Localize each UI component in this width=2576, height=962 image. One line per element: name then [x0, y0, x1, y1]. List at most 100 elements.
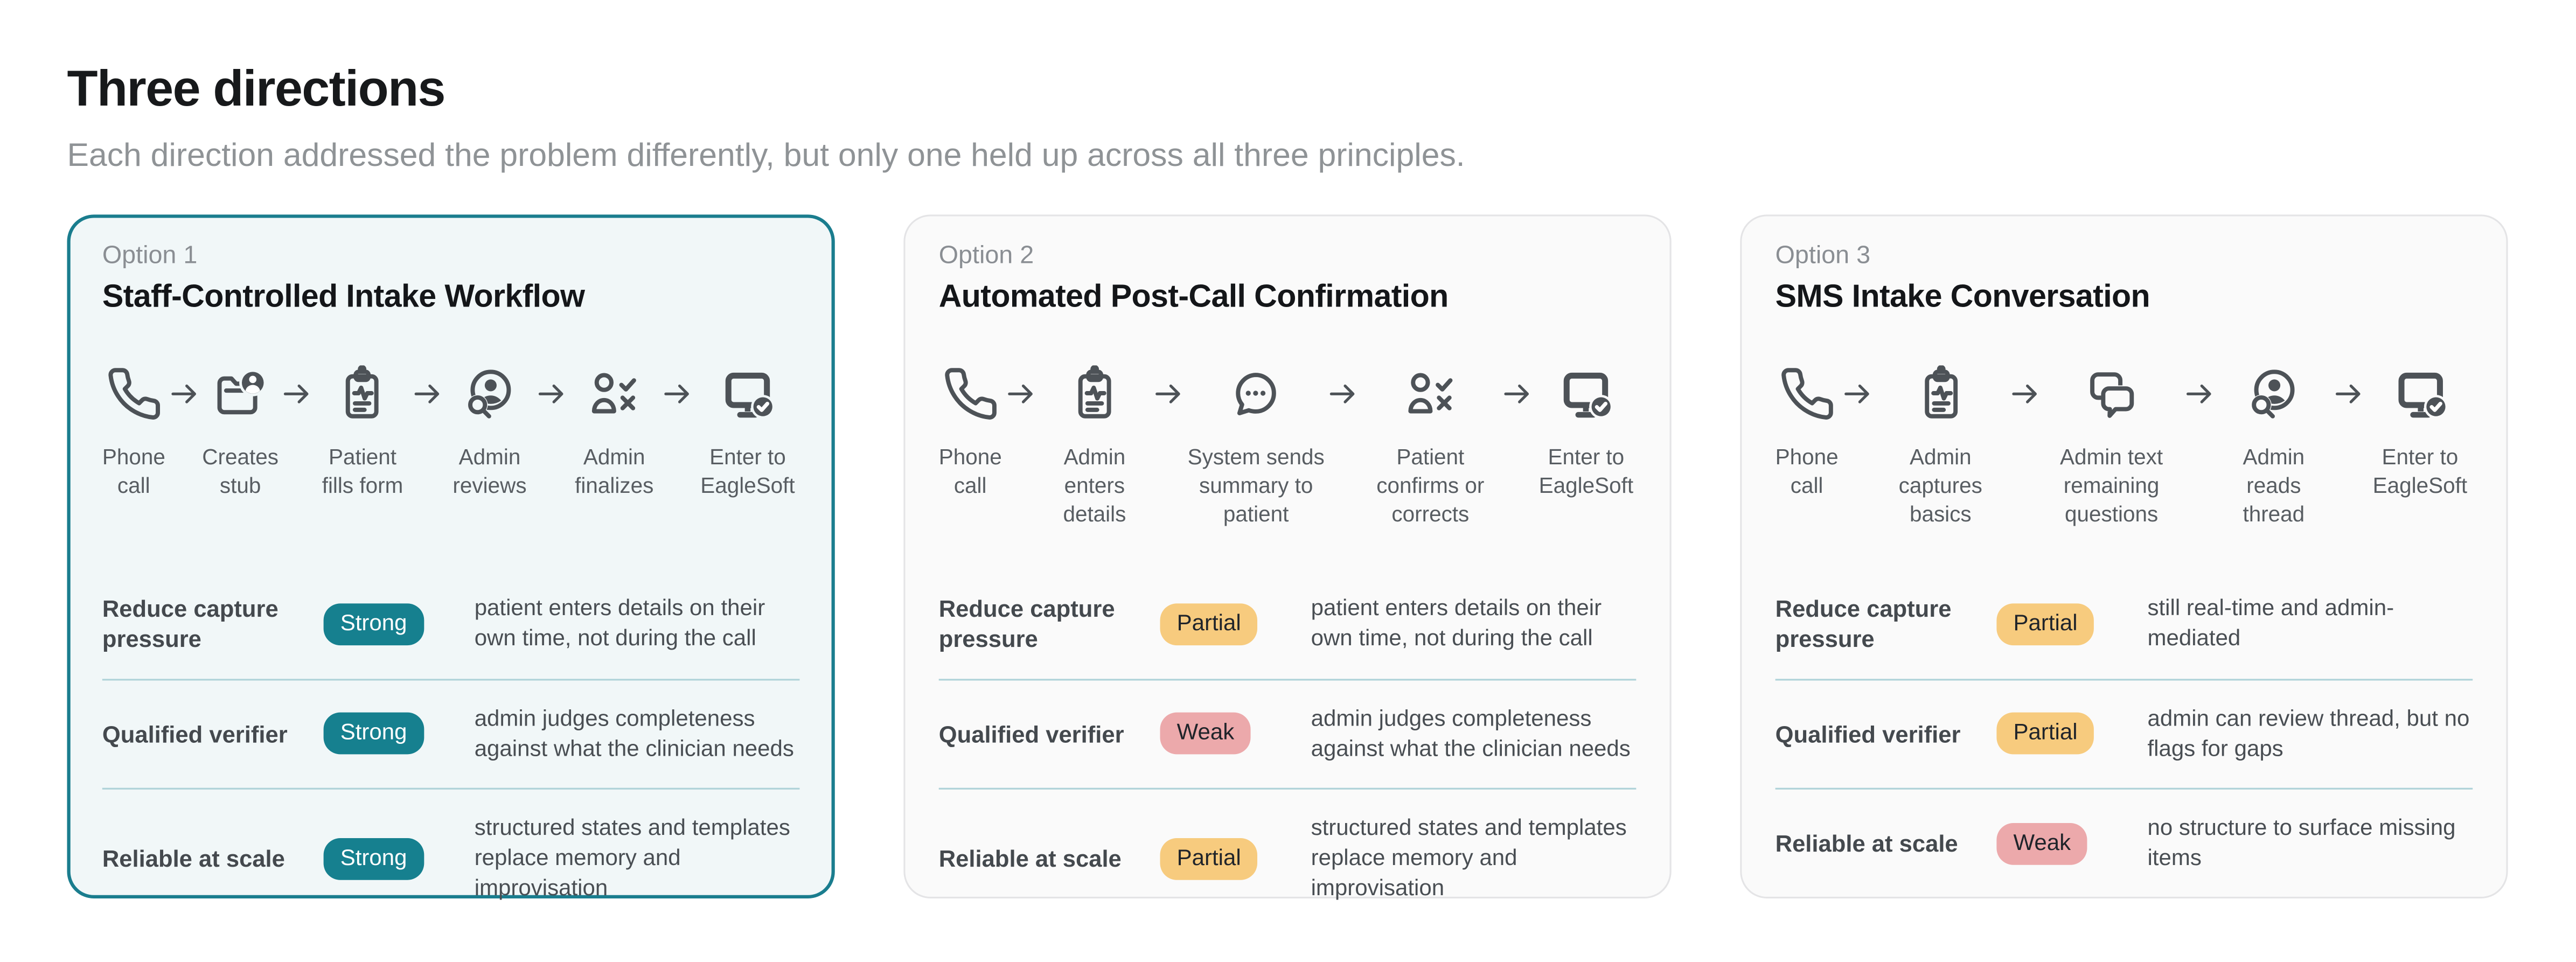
phone-icon: [942, 366, 999, 423]
workflow-step: Enter to EagleSoft: [1536, 366, 1636, 500]
principle-description: structured states and templates replace …: [474, 814, 790, 901]
principle-label: Qualified verifier: [1775, 720, 1961, 747]
step-label: Phone call: [1775, 444, 1839, 499]
workflow-step: Admin reviews: [447, 366, 533, 500]
monitor-check-icon: [2391, 366, 2448, 423]
page-title: Three directions: [67, 62, 445, 117]
step-label: Admin reviews: [452, 444, 527, 499]
person-check-x-icon: [1402, 366, 1459, 423]
arrow-right-icon: [279, 375, 315, 412]
workflow-step: System sends summary to patient: [1187, 366, 1325, 529]
step-label: Admin captures basics: [1898, 444, 1982, 527]
rating-badge: Weak: [1160, 713, 1251, 755]
workflow-step: Phone call: [102, 366, 165, 500]
workflow-step: Admin enters details: [1039, 366, 1150, 529]
step-label: Admin finalizes: [575, 444, 654, 499]
principles-list: Reduce capture pressure Strong patient e…: [102, 570, 800, 928]
option-label: Option 2: [938, 242, 1034, 271]
rating-badge-wrap: Partial: [1160, 838, 1288, 880]
option-label: Option 3: [1775, 242, 1871, 271]
principle-label: Reduce capture pressure: [102, 595, 279, 653]
principle-description: admin judges completeness against what t…: [1311, 705, 1631, 761]
principle-label: Reliable at scale: [1775, 829, 1958, 857]
principle-description: patient enters details on their own time…: [1311, 595, 1602, 651]
step-label: Enter to EagleSoft: [1538, 444, 1634, 499]
option-label: Option 1: [102, 242, 198, 271]
principle-label: Reliable at scale: [102, 845, 285, 872]
arrow-right-icon: [659, 375, 695, 412]
clipboard-pulse-icon: [334, 366, 391, 423]
arrow-right-icon: [1002, 375, 1039, 412]
rating-badge-wrap: Partial: [1996, 603, 2124, 645]
step-label: System sends summary to patient: [1187, 444, 1325, 527]
rating-badge: Partial: [1160, 603, 1258, 645]
principle-row: Reliable at scale Strong structured stat…: [102, 787, 800, 928]
rating-badge: Strong: [323, 713, 424, 755]
principle-description: no structure to surface missing items: [2147, 814, 2456, 870]
step-label: Patient fills form: [322, 444, 403, 499]
principles-list: Reduce capture pressure Partial still re…: [1775, 570, 2473, 898]
arrow-right-icon: [410, 375, 447, 412]
clipboard-pulse-icon: [1066, 366, 1123, 423]
principle-description: structured states and templates replace …: [1311, 814, 1627, 901]
workflow-step: Admin finalizes: [569, 366, 659, 500]
arrow-right-icon: [165, 375, 202, 412]
option-card-2: Option 2 Automated Post-Call Confirmatio…: [903, 215, 1672, 901]
step-label: Phone call: [102, 444, 165, 499]
option-card-3: Option 3 SMS Intake Conversation Phone c…: [1740, 215, 2508, 900]
rating-badge-wrap: Strong: [323, 713, 451, 755]
workflow-step: Phone call: [1776, 366, 1839, 500]
principle-row: Reduce capture pressure Partial still re…: [1776, 570, 2473, 678]
principle-label: Qualified verifier: [102, 720, 288, 747]
rating-badge-wrap: Strong: [323, 603, 451, 645]
workflow-step: Creates stub: [202, 366, 279, 500]
step-label: Phone call: [938, 444, 1002, 499]
step-label: Creates stub: [202, 444, 279, 499]
step-label: Admin reads thread: [2243, 444, 2305, 527]
arrow-right-icon: [1499, 375, 1536, 412]
card-title: SMS Intake Conversation: [1775, 280, 2150, 316]
principle-row: Reliable at scale Weak no structure to s…: [1775, 787, 2473, 898]
card-title: Automated Post-Call Confirmation: [938, 280, 1449, 316]
monitor-check-icon: [1557, 366, 1614, 423]
principle-description: patient enters details on their own time…: [474, 595, 765, 651]
arrow-right-icon: [1839, 375, 1875, 412]
rating-badge: Partial: [1996, 713, 2094, 755]
phone-icon: [1778, 366, 1835, 423]
principle-row: Reduce capture pressure Strong patient e…: [102, 570, 800, 678]
workflow-step: Admin text remaining questions: [2043, 366, 2180, 529]
chat-dots-icon: [1228, 366, 1285, 423]
person-search-icon: [2245, 366, 2302, 423]
workflow: Phone call Creates stub Patient fills fo…: [102, 366, 800, 547]
principle-row: Qualified verifier Strong admin judges c…: [102, 678, 800, 788]
workflow-step: Patient confirms or corrects: [1362, 366, 1499, 529]
principle-description: admin can review thread, but no flags fo…: [2147, 705, 2470, 761]
page-header: Three directions Each direction addresse…: [0, 0, 2576, 177]
rating-badge: Strong: [323, 603, 424, 645]
principles-list: Reduce capture pressure Partial patient …: [938, 570, 1637, 928]
chat-double-icon: [2083, 366, 2140, 423]
principle-row: Qualified verifier Partial admin can rev…: [1775, 678, 2473, 788]
step-label: Admin text remaining questions: [2060, 444, 2163, 527]
rating-badge-wrap: Weak: [1160, 713, 1288, 755]
rating-badge: Weak: [1996, 822, 2088, 865]
monitor-check-icon: [719, 366, 776, 423]
rating-badge-wrap: Partial: [1160, 603, 1288, 645]
arrow-right-icon: [2330, 375, 2367, 412]
step-label: Admin enters details: [1063, 444, 1126, 527]
rating-badge: Partial: [1160, 838, 1258, 880]
rating-badge-wrap: Weak: [1996, 822, 2124, 865]
option-card-1: Option 1 Staff-Controlled Intake Workflo…: [67, 215, 835, 901]
arrow-right-icon: [533, 375, 569, 412]
workflow-step: Enter to EagleSoft: [695, 366, 799, 500]
rating-badge-wrap: Strong: [323, 838, 451, 880]
arrow-right-icon: [2180, 375, 2217, 412]
rating-badge-wrap: Partial: [1996, 713, 2124, 755]
person-check-x-icon: [586, 366, 643, 423]
person-search-icon: [461, 366, 518, 423]
arrow-right-icon: [2006, 375, 2043, 412]
principle-label: Reduce capture pressure: [938, 595, 1115, 653]
step-label: Enter to EagleSoft: [700, 444, 795, 499]
workflow: Phone call Admin enters details System s…: [939, 366, 1637, 547]
